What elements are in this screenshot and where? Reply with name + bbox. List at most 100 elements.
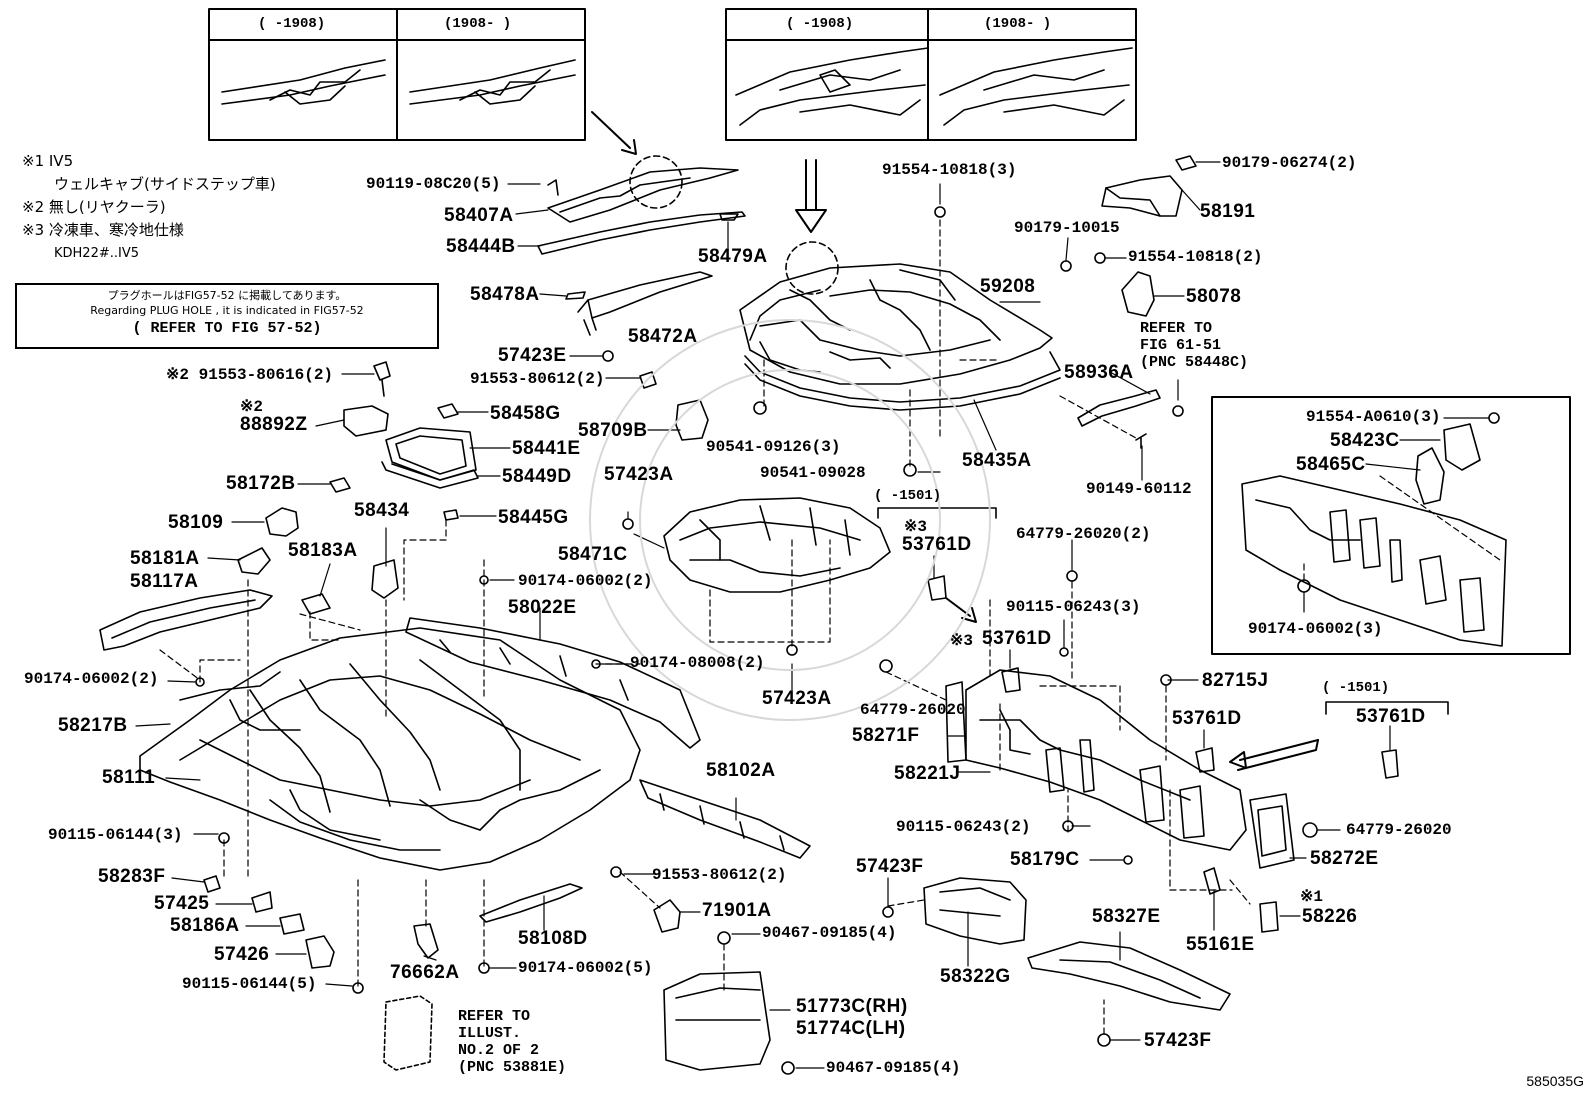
part-label[interactable]: 58444B (446, 236, 516, 257)
part-label[interactable]: 71901A (702, 900, 772, 921)
part-label[interactable]: 91554-10818(3) (882, 161, 1017, 179)
part-label[interactable]: 64779-26020(2) (1016, 525, 1151, 543)
part-label[interactable]: 90115-06144(3) (48, 826, 183, 844)
part-label[interactable]: 90467-09185(4) (826, 1059, 961, 1077)
part-label-mark: ※3 (950, 632, 974, 650)
part-label[interactable]: 90179-10015 (1014, 219, 1120, 237)
part-label[interactable]: 58478A (470, 284, 540, 305)
part-label[interactable]: 90174-06002(2) (518, 572, 653, 590)
part-label[interactable]: 64779-26020 (860, 701, 966, 719)
part-label[interactable]: 90115-06243(2) (896, 818, 1031, 836)
part-label[interactable]: 58471C (558, 544, 628, 565)
part-label[interactable]: 58472A (628, 326, 698, 347)
note-1-text: ウェルキャブ(サイドステップ車) (54, 175, 276, 193)
part-label[interactable]: 58191 (1200, 201, 1256, 222)
part-label[interactable]: 91553-80612(2) (470, 370, 605, 388)
part-label[interactable]: 58709B (578, 420, 648, 441)
part-label[interactable]: 57426 (214, 944, 270, 965)
part-label[interactable]: 51773C(RH) (796, 996, 908, 1017)
floor-panel-59208 (739, 263, 1061, 411)
part-label[interactable]: 58322G (940, 966, 1011, 987)
part-label[interactable]: 90149-60112 (1086, 480, 1192, 498)
part-label[interactable]: 58407A (444, 205, 514, 226)
part-label[interactable]: 82715J (1202, 670, 1269, 691)
part-label[interactable]: 55161E (1186, 934, 1255, 955)
part-label[interactable]: 58434 (354, 500, 410, 521)
part-label[interactable]: 90174-06002(3) (1248, 620, 1383, 638)
part-label[interactable]: 58271F (852, 725, 920, 746)
part-label[interactable]: 57423E (498, 345, 567, 366)
part-label[interactable]: 53761D (982, 628, 1052, 649)
part-label[interactable]: 90119-08C20(5) (366, 175, 501, 193)
part-label[interactable]: 90115-06144(5) (182, 975, 317, 993)
refer-illust-line-3: NO.2 OF 2 (458, 1042, 540, 1059)
part-label[interactable]: 58465C (1296, 454, 1366, 475)
part-label[interactable]: 58217B (58, 715, 128, 736)
part-label[interactable]: 90115-06243(3) (1006, 598, 1141, 616)
part-label[interactable]: 91554-10818(2) (1128, 248, 1263, 266)
part-label[interactable]: 58078 (1186, 286, 1242, 307)
refer-illust-line-2: ILLUST. (458, 1025, 522, 1042)
part-label[interactable]: 91553-80612(2) (652, 866, 787, 884)
part-label[interactable]: 58109 (168, 512, 224, 533)
part-label[interactable]: 64779-26020 (1346, 821, 1452, 839)
part-label[interactable]: 57423F (1144, 1030, 1212, 1051)
part-label[interactable]: 58181A (130, 548, 200, 569)
part-label[interactable]: 90179-06274(2) (1222, 154, 1357, 172)
part-label[interactable]: 91554-A0610(3) (1306, 408, 1441, 426)
part-label[interactable]: 58022E (508, 597, 577, 618)
part-label[interactable]: 58449D (502, 466, 572, 487)
part-label[interactable]: 53761D (1356, 706, 1426, 727)
range-1501-a: ( -1501) (874, 488, 942, 504)
part-label[interactable]: 90174-06002(2) (24, 670, 159, 688)
part-label[interactable]: 58272E (1310, 848, 1379, 869)
part-label[interactable]: 58183A (288, 540, 358, 561)
panel-58471C (622, 497, 891, 593)
part-label[interactable]: 58111 (102, 767, 156, 788)
part-label[interactable]: 58327E (1092, 906, 1161, 927)
part-label[interactable]: 90174-06002(5) (518, 959, 653, 977)
part-label[interactable]: 58423C (1330, 430, 1400, 451)
part-label[interactable]: 59208 (980, 276, 1036, 297)
part-label[interactable]: 53761D (1172, 708, 1242, 729)
part-label[interactable]: 58221J (894, 763, 961, 784)
part-label[interactable]: 58936A (1064, 362, 1134, 383)
part-label[interactable]: 58226 (1302, 906, 1358, 927)
part-label[interactable]: 76662A (390, 962, 460, 983)
part-label[interactable]: 51774C(LH) (796, 1018, 906, 1039)
part-label[interactable]: 90174-08008(2) (630, 654, 765, 672)
part-label[interactable]: 90467-09185(4) (762, 924, 897, 942)
part-label[interactable]: 58108D (518, 928, 588, 949)
refer-box-line-3[interactable]: ( REFER TO FIG 57-52) (132, 320, 322, 337)
part-label[interactable]: 58435A (962, 450, 1032, 471)
part-label[interactable]: 90541-09028 (760, 464, 866, 482)
part-label[interactable]: 58186A (170, 915, 240, 936)
part-label[interactable]: 57423F (856, 856, 924, 877)
part-label[interactable]: 58479A (698, 246, 768, 267)
part-label[interactable]: 58102A (706, 760, 776, 781)
part-label[interactable]: 58283F (98, 866, 166, 887)
part-label[interactable]: 90541-09126(3) (706, 438, 841, 456)
part-label[interactable]: 58441E (512, 438, 581, 459)
refer-illust-no2[interactable]: REFER TO ILLUST. NO.2 OF 2 (PNC 53881E) (458, 1008, 566, 1076)
bracket-58407A (547, 167, 739, 223)
part-label[interactable]: 58458G (490, 403, 561, 424)
note-1-mark: ※1 IV5 (22, 152, 74, 170)
floor-58111 (139, 627, 641, 871)
inset-tc-right-label: (1908- ) (984, 16, 1052, 32)
part-label[interactable]: 58179C (1010, 849, 1080, 870)
part-label[interactable]: 53761D (902, 534, 972, 555)
part-label[interactable]: 58172B (226, 473, 296, 494)
refer-fig-61-51[interactable]: REFER TO FIG 61-51 (PNC 58448C) (1140, 320, 1248, 371)
refer-61-line-3: (PNC 58448C) (1140, 354, 1249, 371)
part-label[interactable]: 57423A (762, 688, 832, 709)
part-label[interactable]: 58117A (130, 571, 199, 592)
part-label[interactable]: 57423A (604, 464, 674, 485)
inset-right (1211, 396, 1571, 655)
part-label[interactable]: 88892Z (240, 414, 308, 435)
inset-tc-left-label: ( -1908) (786, 16, 854, 32)
part-label[interactable]: 57425 (154, 893, 210, 914)
part-label[interactable]: ※2 91553-80616(2) (166, 366, 334, 384)
note-2: ※2 無し(リヤクーラ) (22, 198, 166, 216)
part-label[interactable]: 58445G (498, 507, 569, 528)
